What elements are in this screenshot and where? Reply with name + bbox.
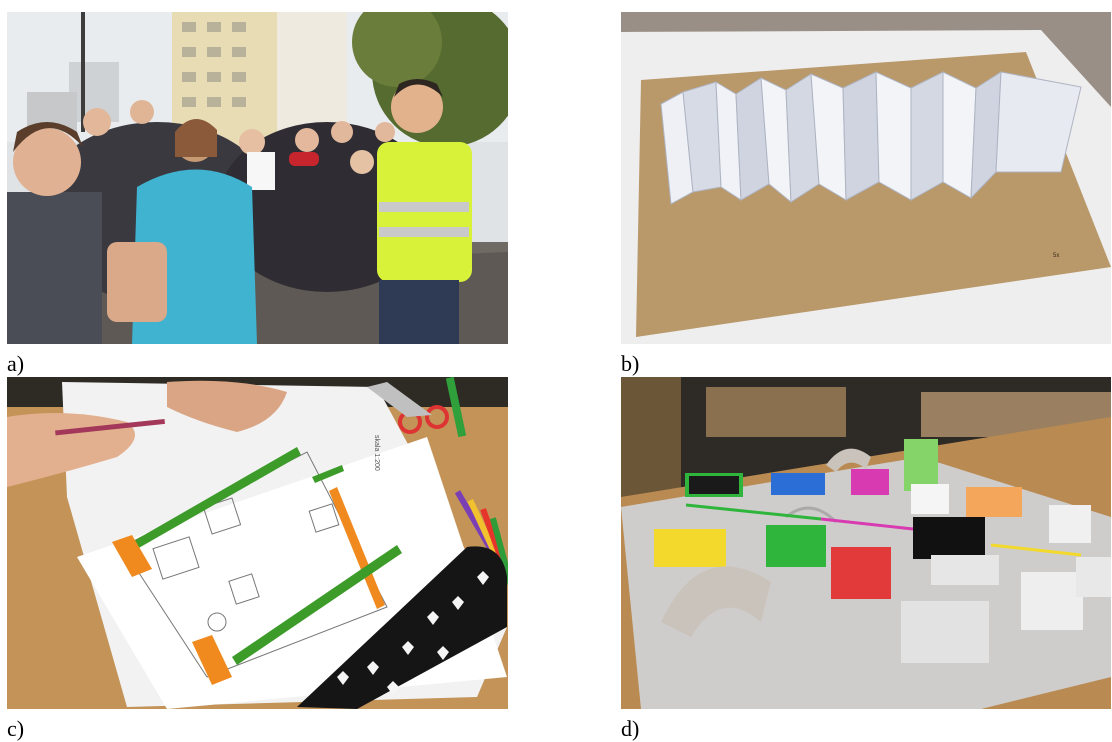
caption-b: b) bbox=[621, 351, 640, 376]
photo-panel-d bbox=[621, 377, 1111, 709]
photo-c-scene: skala 1:200 bbox=[7, 377, 508, 709]
photo-panel-c: skala 1:200 bbox=[7, 377, 508, 709]
photo-d-scene bbox=[621, 377, 1111, 709]
photo-panel-a bbox=[7, 12, 508, 344]
model-label: 5x bbox=[1053, 253, 1059, 259]
scale-label: skala 1:200 bbox=[373, 435, 380, 471]
caption-a: a) bbox=[7, 351, 25, 376]
photo-a-scene bbox=[7, 12, 508, 344]
photo-b-scene: 5x bbox=[621, 12, 1111, 344]
caption-c: c) bbox=[7, 716, 25, 741]
caption-d: d) bbox=[621, 716, 640, 741]
photo-panel-b: 5x bbox=[621, 12, 1111, 344]
